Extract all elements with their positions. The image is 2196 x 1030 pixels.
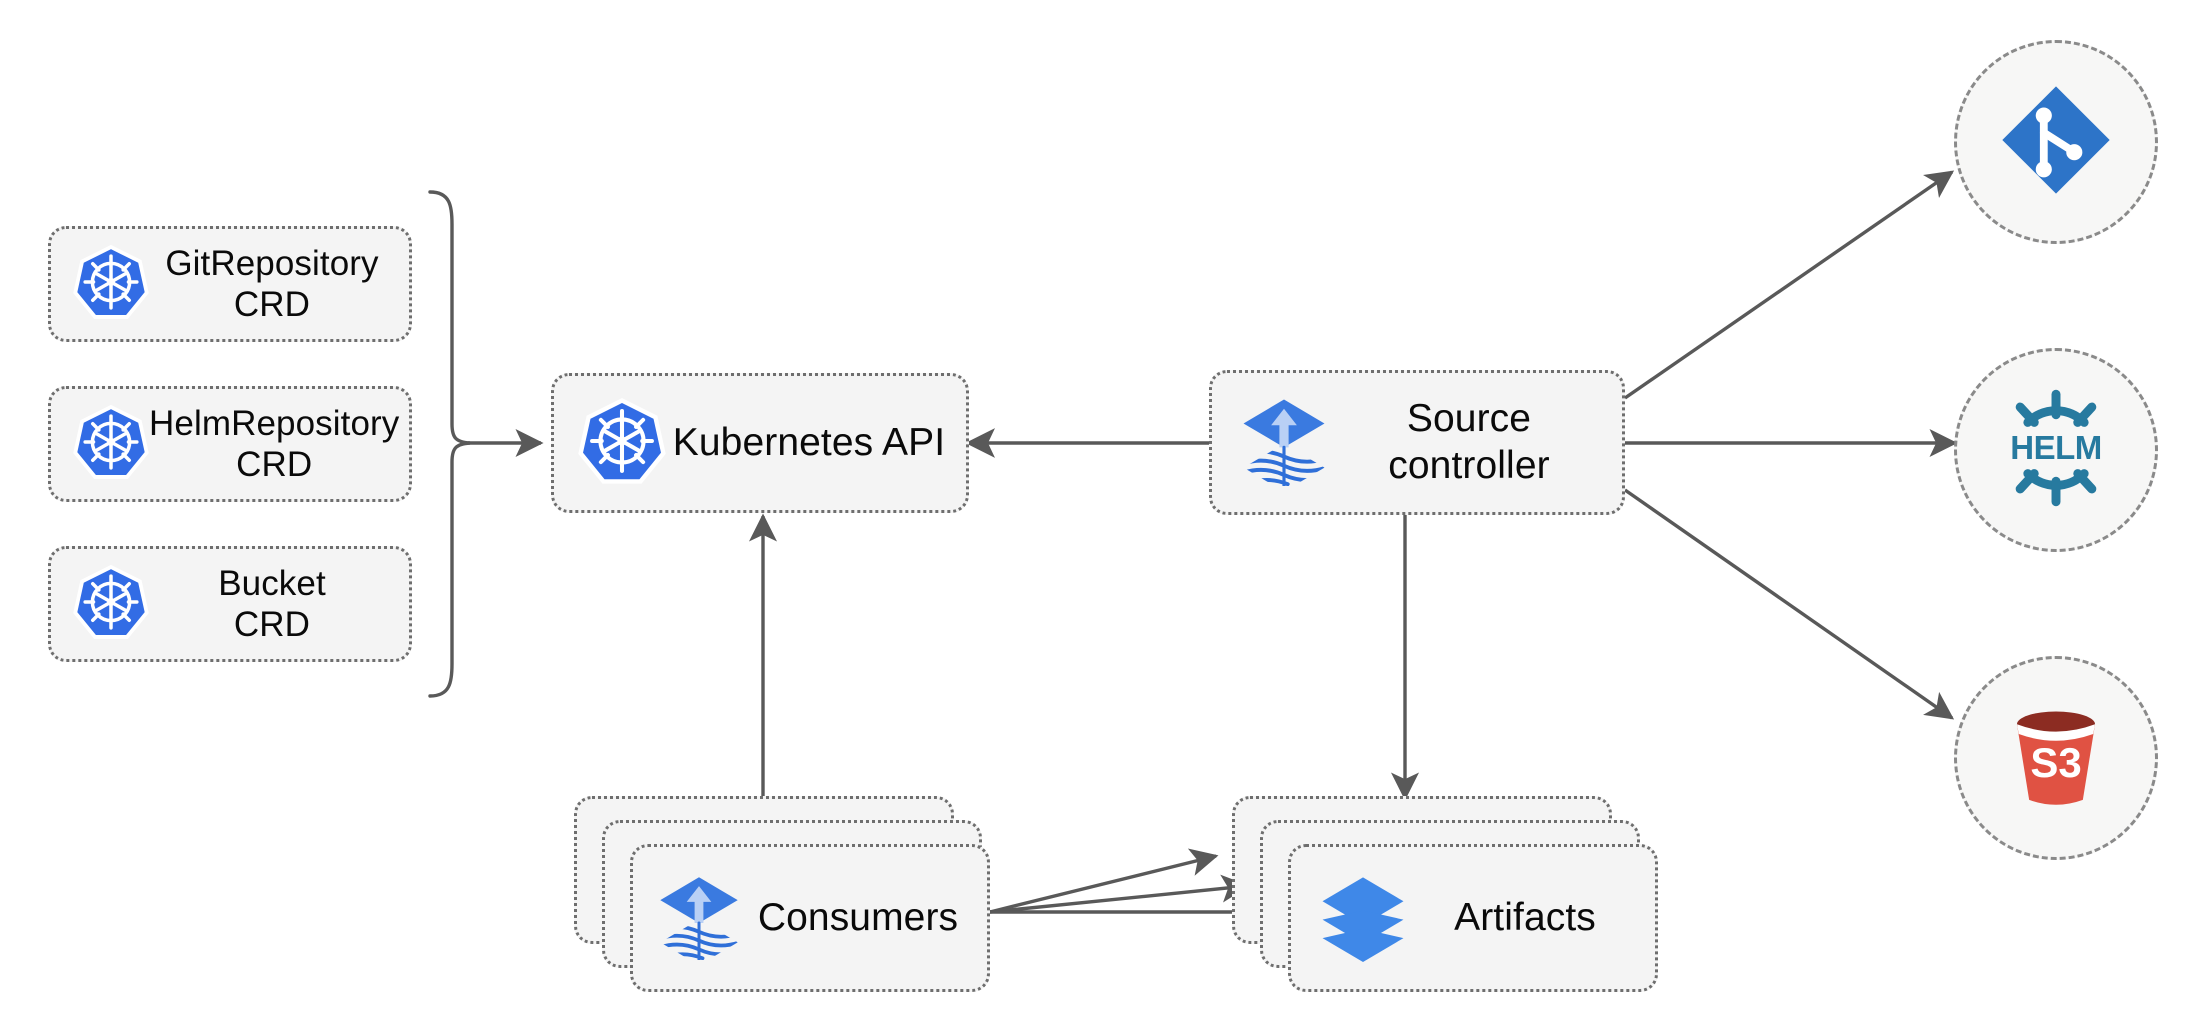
node-label: GitRepository CRD [165,243,379,324]
flux-icon [655,872,743,965]
kubernetes-icon [73,564,149,645]
s3-icon: S3 [1995,695,2117,822]
node-helmrepository-crd[interactable]: HelmRepository CRD [48,386,412,502]
flux-icon [1238,394,1330,492]
node-label: Kubernetes API [672,420,946,464]
node-artifacts[interactable]: Artifacts [1288,844,1658,992]
kubernetes-icon [73,244,149,325]
node-bucket-crd[interactable]: Bucket CRD [48,546,412,662]
kubernetes-icon [578,397,666,490]
endpoint-helm[interactable]: HELM [1954,348,2158,552]
node-label: Source controller [1388,397,1550,487]
edge-source-controller-to-s3 [1624,488,1955,720]
node-source-controller[interactable]: Source controller [1209,370,1625,515]
node-label: Consumers [757,895,959,939]
endpoint-s3[interactable]: S3 [1954,656,2158,860]
node-gitrepository-crd[interactable]: GitRepository CRD [48,226,412,342]
edge-source-controller-to-git [1624,170,1955,400]
node-consumers[interactable]: Consumers [630,844,990,992]
crd-group-bracket [428,190,471,698]
git-icon [1995,79,2117,206]
node-label: HelmRepository CRD [149,403,400,484]
kubernetes-icon [73,404,149,485]
node-label: Artifacts [1454,895,1596,939]
helm-icon: HELM [1992,384,2120,517]
layers-icon [1317,870,1409,967]
helm-wordmark: HELM [2010,428,2102,466]
node-kubernetes-api[interactable]: Kubernetes API [551,373,969,513]
edge-consumers-to-artifacts-1 [989,848,1219,914]
endpoint-git[interactable] [1954,40,2158,244]
node-label: Bucket CRD [218,563,326,644]
s3-wordmark: S3 [2030,738,2082,786]
edge-consumers-to-artifacts-2 [989,874,1250,914]
